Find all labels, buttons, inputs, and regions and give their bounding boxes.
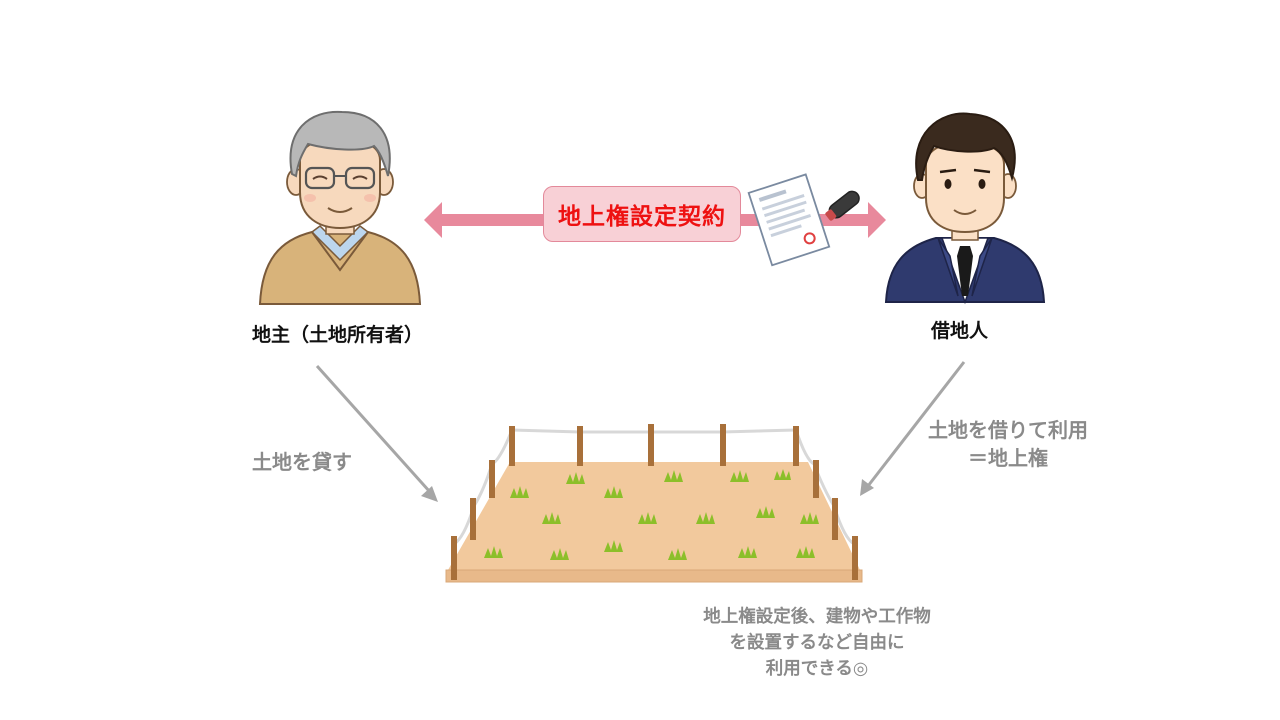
note-line-1: 地上権設定後、建物や工作物 bbox=[703, 607, 931, 627]
right-arrow-head bbox=[860, 479, 874, 496]
contract-label-box: 地上権設定契約 bbox=[543, 186, 741, 242]
borrow-label-line2: ＝地上権 bbox=[968, 446, 1048, 470]
usage-note: 地上権設定後、建物や工作物 を設置するなど自由に 利用できる◎ bbox=[662, 604, 972, 682]
note-line-3: 利用できる◎ bbox=[765, 659, 869, 679]
landowner-illustration bbox=[258, 110, 422, 305]
contract-document-icon bbox=[747, 173, 860, 267]
borrow-label-line1: 土地を借りて利用 bbox=[928, 418, 1088, 442]
left-arrow-head bbox=[421, 486, 438, 502]
tenant-label: 借地人 bbox=[931, 320, 989, 342]
contract-label: 地上権設定契約 bbox=[558, 204, 726, 230]
borrow-land-label: 土地を借りて利用 ＝地上権 bbox=[928, 416, 1088, 472]
lend-land-label: 土地を貸す bbox=[252, 450, 352, 474]
tenant-illustration bbox=[884, 112, 1046, 305]
landowner-label: 地主（土地所有者） bbox=[252, 324, 424, 346]
note-line-2: を設置するなど自由に bbox=[729, 633, 905, 653]
fenced-land-illustration bbox=[445, 424, 863, 583]
